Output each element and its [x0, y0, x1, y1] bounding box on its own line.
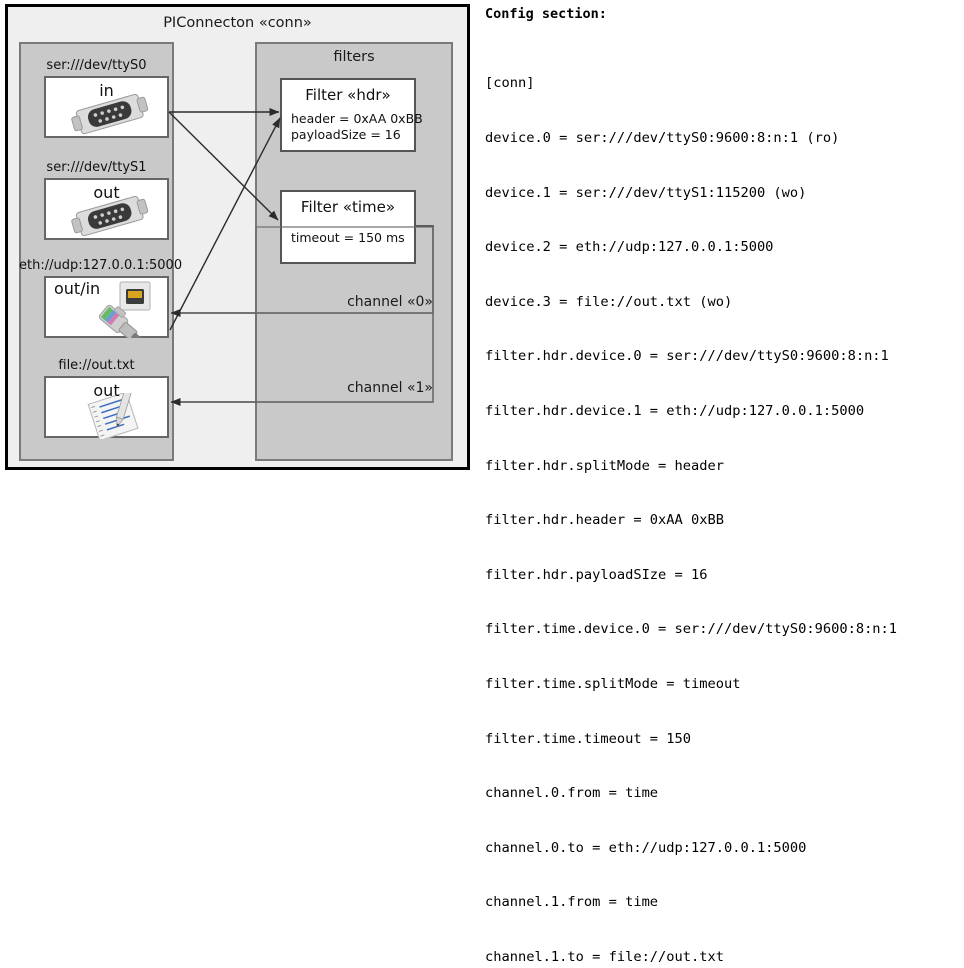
ethernet-plug-icon [98, 281, 151, 338]
config-line: channel.0.to = eth://udp:127.0.0.1:5000 [485, 839, 807, 856]
architecture-diagram: PIConnecton «conn» filters ser:///dev/tt… [0, 0, 478, 484]
config-line: device.2 = eth://udp:127.0.0.1:5000 [485, 239, 774, 256]
config-line: device.1 = ser:///dev/ttyS1:115200 (wo) [485, 184, 807, 201]
config-line: filter.hdr.payloadSIze = 16 [485, 566, 708, 583]
config-line: filter.time.splitMode = timeout [485, 675, 741, 692]
config-line: channel.1.from = time [485, 894, 659, 911]
filter-title-1: Filter «time» [300, 198, 396, 216]
config-line: filter.time.timeout = 150 [485, 730, 692, 747]
device-label-3: file://out.txt [58, 358, 135, 373]
filters-group-title: filters [333, 49, 375, 65]
config-line: device.0 = ser:///dev/ttyS0:9600:8:n:1 (… [485, 130, 840, 146]
device-name-2: out/in [54, 279, 101, 298]
config-line: channel.1.to = file://out.txt [485, 948, 724, 965]
device-name-0: in [99, 81, 114, 100]
config-heading: Config section: [485, 6, 607, 22]
device-box-serial-out[interactable]: out [44, 178, 169, 240]
channel-label-1: channel «1» [347, 380, 433, 396]
device-box-file[interactable]: out [44, 376, 169, 439]
config-line: filter.hdr.device.0 = ser:///dev/ttyS0:9… [485, 348, 889, 365]
device-name-3: out [93, 381, 120, 400]
config-line: [conn] [485, 75, 535, 92]
config-line: filter.time.device.0 = ser:///dev/ttyS0:… [485, 621, 898, 638]
config-line: filter.hdr.splitMode = header [485, 457, 724, 474]
filter-attr-0-0: header = 0xAA 0xBB [291, 111, 423, 126]
device-label-1: ser:///dev/ttyS1 [46, 160, 147, 175]
config-line: filter.hdr.header = 0xAA 0xBB [485, 512, 724, 529]
device-box-serial-in[interactable]: in [44, 76, 169, 138]
config-line: filter.hdr.device.1 = eth://udp:127.0.0.… [485, 402, 865, 419]
diagram-title: PIConnecton «conn» [163, 15, 312, 31]
text-file-icon [87, 393, 139, 439]
device-name-1: out [93, 183, 120, 202]
filter-title-0: Filter «hdr» [305, 86, 391, 104]
serial-port-icon [71, 94, 149, 135]
filter-box-time[interactable]: Filter «time» timeout = 150 ms [280, 190, 416, 264]
filter-attr-1-0: timeout = 150 ms [291, 230, 405, 245]
channel-label-0: channel «0» [347, 294, 433, 310]
config-line: device.3 = file://out.txt (wo) [485, 293, 733, 310]
config-lines-list: [conn] device.0 = ser:///dev/ttyS0:9600:… [485, 38, 897, 968]
config-line: channel.0.from = time [485, 785, 659, 802]
device-box-ethernet[interactable]: out/in [44, 276, 169, 338]
config-pane: Config section: [conn] device.0 = ser://… [481, 0, 964, 965]
serial-port-icon [71, 196, 149, 237]
device-label-2: eth://udp:127.0.0.1:5000 [19, 258, 183, 273]
filter-box-hdr[interactable]: Filter «hdr» header = 0xAA 0xBB payloadS… [280, 78, 423, 152]
device-label-0: ser:///dev/ttyS0 [46, 58, 147, 73]
filter-attr-0-1: payloadSize = 16 [291, 127, 401, 142]
